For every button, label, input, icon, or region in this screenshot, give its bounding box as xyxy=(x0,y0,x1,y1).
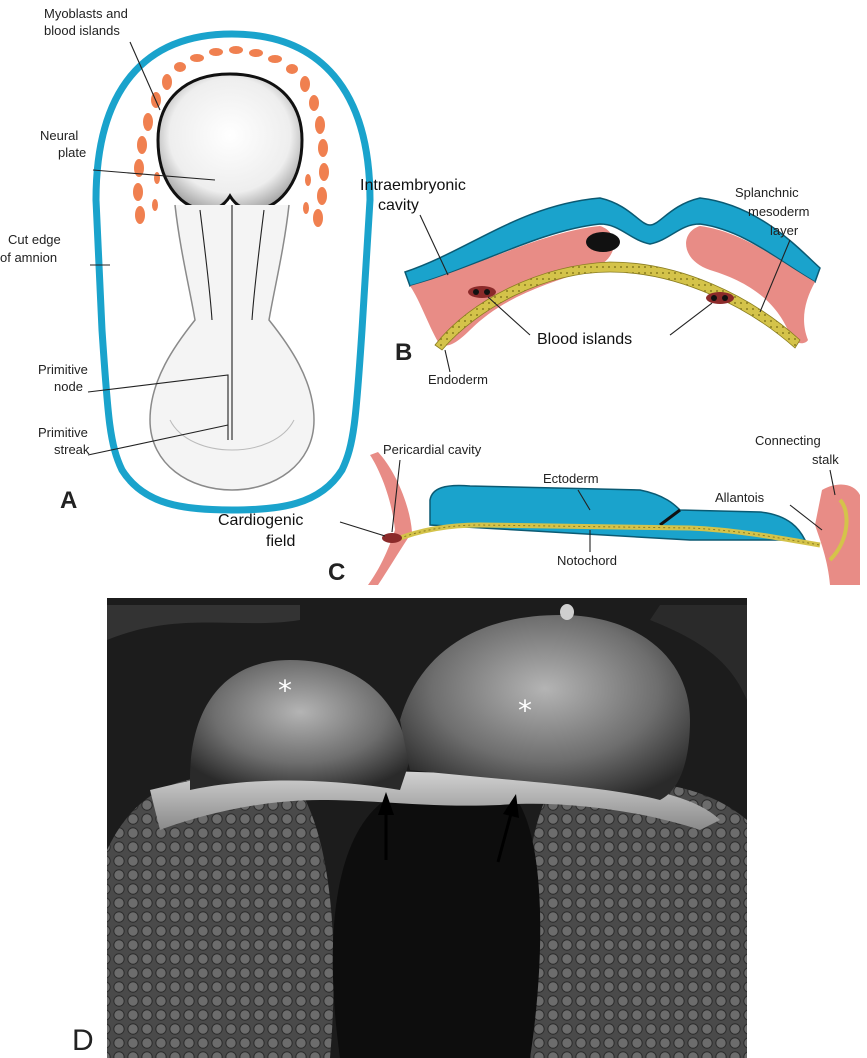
sem-right-body xyxy=(524,783,747,1058)
label-node-l2: node xyxy=(54,379,83,394)
panel-b-letter: B xyxy=(395,339,412,366)
label-pericardial: Pericardial cavity xyxy=(383,442,482,457)
b-blood-islands-right xyxy=(706,292,734,304)
label-splanch-l2: mesoderm xyxy=(748,204,809,219)
label-intra-l2: cavity xyxy=(378,197,419,214)
label-myoblasts-l1: Myoblasts and xyxy=(44,6,128,21)
sem-asterisk-left: * xyxy=(278,674,292,707)
c-cardiogenic-field xyxy=(382,533,402,543)
neural-plate-fold xyxy=(158,74,302,210)
panel-d: * * D xyxy=(72,598,747,1058)
label-intra-l1: Intraembryonic xyxy=(360,177,466,194)
label-cardio-l2: field xyxy=(266,533,295,550)
label-cardio-l1: Cardiogenic xyxy=(218,512,303,529)
label-myoblasts-l2: blood islands xyxy=(44,23,120,38)
sem-asterisk-right: * xyxy=(518,694,532,727)
label-connecting-l2: stalk xyxy=(812,452,839,467)
label-allantois: Allantois xyxy=(715,490,765,505)
panel-b: B Intraembryonic cavity Splanchnic mesod… xyxy=(360,177,820,387)
label-blood-islands: Blood islands xyxy=(537,331,632,348)
sem-left-body xyxy=(107,777,334,1058)
label-cut-edge-l2: of amnion xyxy=(0,250,57,265)
label-ectoderm: Ectoderm xyxy=(543,471,599,486)
label-splanch-l1: Splanchnic xyxy=(735,185,799,200)
label-notochord: Notochord xyxy=(557,553,617,568)
b-notochord xyxy=(586,232,620,252)
b-blood-islands-left xyxy=(468,286,496,298)
label-endoderm: Endoderm xyxy=(428,372,488,387)
label-neural-l1: Neural xyxy=(40,128,78,143)
label-splanch-l3: layer xyxy=(770,223,799,238)
panel-a-letter: A xyxy=(60,487,77,514)
label-streak-l2: streak xyxy=(54,442,90,457)
panel-a: A Myoblasts and blood islands Neural pla… xyxy=(0,6,370,514)
label-cut-edge-l1: Cut edge xyxy=(8,232,61,247)
panel-d-letter: D xyxy=(72,1024,94,1057)
label-node-l1: Primitive xyxy=(38,362,88,377)
panel-c-letter: C xyxy=(328,559,345,586)
c-connecting-stalk xyxy=(815,485,860,585)
label-streak-l1: Primitive xyxy=(38,425,88,440)
c-left-mesoderm xyxy=(368,452,412,585)
label-connecting-l1: Connecting xyxy=(755,433,821,448)
label-neural-l2: plate xyxy=(58,145,86,160)
